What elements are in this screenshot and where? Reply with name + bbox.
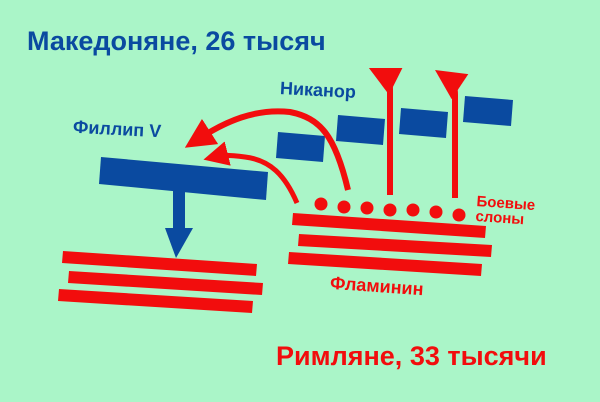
nicanor-block-4 xyxy=(463,96,513,126)
nicanor-block-1 xyxy=(276,132,325,162)
roman-left-wing-lines xyxy=(58,251,263,313)
arrow-up-2-icon xyxy=(435,70,469,198)
elephants-label: Боевые слоны xyxy=(475,193,536,228)
war-elephants-dots xyxy=(314,197,466,222)
arrow-to-philip-icon xyxy=(184,108,351,191)
arrow-up-1-icon xyxy=(368,67,403,195)
nicanor-block-2 xyxy=(336,115,385,145)
arrow-to-philip-flank-icon xyxy=(203,141,300,204)
macedonians-title: Македоняне, 26 тысяч xyxy=(27,26,326,56)
nicanor-block-3 xyxy=(399,108,448,138)
romans-title: Римляне, 33 тысячи xyxy=(276,341,547,371)
flamininus-lines xyxy=(288,213,492,276)
nicanor-label: Никанор xyxy=(279,78,357,102)
philip-phalanx-block xyxy=(99,157,268,200)
philip-attack-arrow-icon xyxy=(165,190,193,258)
